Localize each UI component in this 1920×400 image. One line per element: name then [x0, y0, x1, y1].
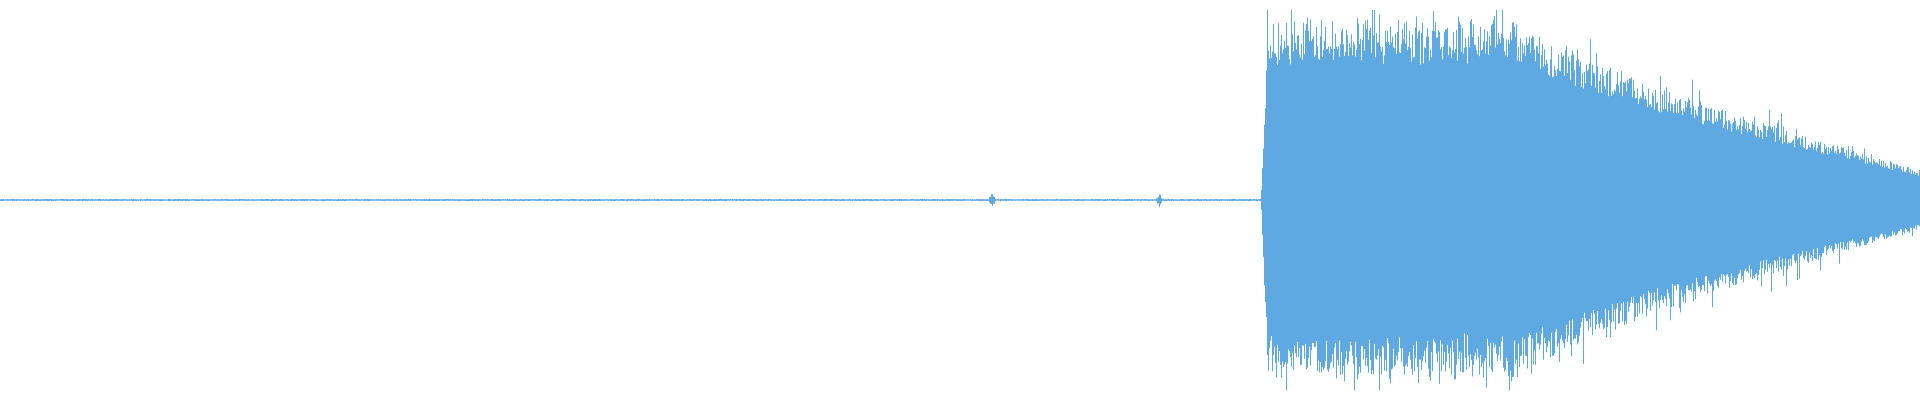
waveform-body — [0, 10, 1920, 390]
